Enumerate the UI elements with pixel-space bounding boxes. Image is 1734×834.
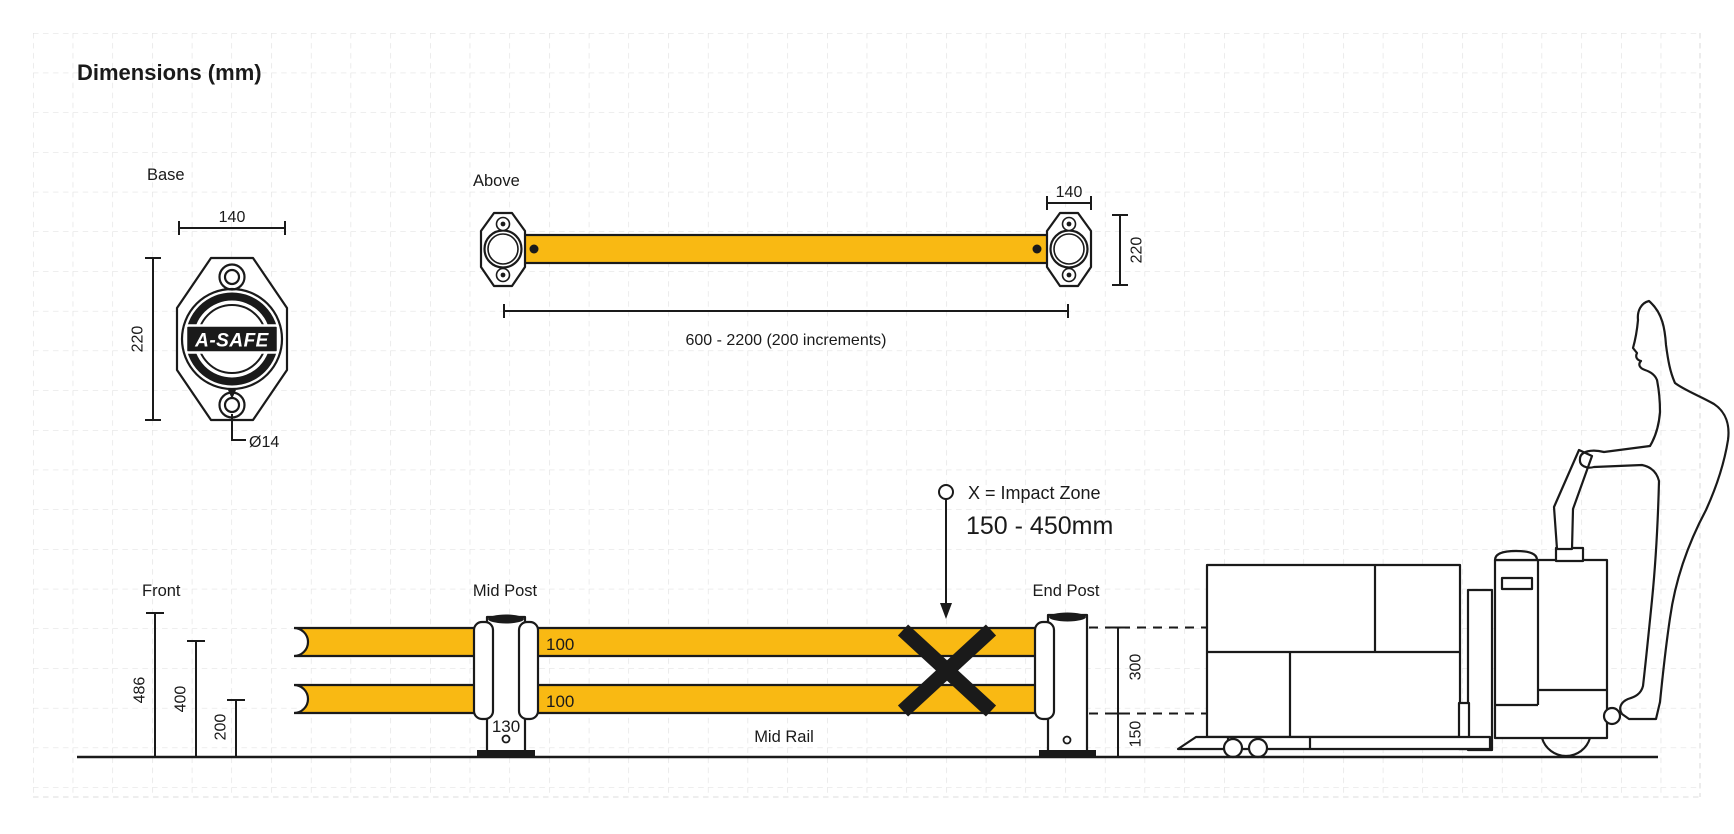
above-length-dimension-value: 600 - 2200 (200 increments) (686, 332, 887, 349)
base-view: Base 140 220 A-SAFE Ø14 (130, 166, 289, 451)
above-rail (513, 233, 1057, 265)
above-left-top-bolt-dot (500, 221, 506, 227)
end-post-base-plate (1039, 750, 1096, 757)
base-height-dimension-value: 220 (130, 326, 147, 353)
top-rail-section-value: 100 (546, 635, 574, 654)
operator-silhouette (1578, 299, 1730, 721)
page-title: Dimensions (mm) (77, 60, 262, 85)
impact-zone-arrowhead (940, 603, 952, 619)
above-right-bottom-bolt-dot (1066, 272, 1072, 278)
bolt-hole-dimension-value: Ø14 (249, 434, 279, 451)
above-height-dimension: 220 (1112, 214, 1146, 286)
truck-caster-wheel (1602, 706, 1622, 726)
mid-post (472, 614, 540, 757)
above-right-top-bolt-dot (1066, 221, 1072, 227)
truck-body (1493, 448, 1622, 758)
above-width-dimension: 140 (1046, 184, 1092, 210)
above-left-post-circle-inner (487, 233, 519, 265)
above-right-post-circle-inner (1053, 233, 1085, 265)
tiller-arm (1552, 448, 1594, 551)
base-view-label: Base (147, 166, 185, 184)
fork-front-wheel-1 (1222, 737, 1244, 759)
post-width-value: 130 (492, 717, 520, 736)
truck-mast (1466, 588, 1494, 752)
above-left-post (479, 211, 527, 288)
above-rail-left-bolt (529, 244, 539, 254)
front-height-dimensions: 486 400 200 (132, 612, 245, 757)
above-left-bottom-bolt-dot (500, 272, 506, 278)
above-right-post (1045, 211, 1093, 288)
mid-post-cap (488, 614, 524, 624)
overall-height-value: 486 (132, 677, 149, 704)
load-boxes (1205, 563, 1462, 739)
asafe-logo-text: A-SAFE (194, 331, 270, 352)
truck-body-top-cover (1493, 549, 1539, 562)
bolt-leader-line-2 (231, 414, 246, 441)
mid-post-base-plate (477, 750, 535, 757)
pallet-truck-illustration (1176, 299, 1730, 759)
above-length-dimension: 600 - 2200 (200 increments) (503, 304, 1069, 349)
mid-post-bolt (501, 734, 511, 744)
emblem-band (184, 324, 280, 354)
load-boxes-dividers (1207, 565, 1460, 737)
end-post-label: End Post (1033, 582, 1100, 600)
bottom-rail-height-value: 200 (213, 714, 230, 741)
end-post-bolt (1062, 735, 1072, 745)
impact-zone-note: X = Impact Zone (968, 483, 1101, 503)
rail-zone-height-value: 300 (1128, 654, 1145, 681)
impact-zone-marker-circle (938, 484, 954, 500)
mid-post-left-collar (472, 620, 495, 721)
impact-zone-range: 150 - 450mm (966, 512, 1113, 540)
truck-display (1500, 576, 1534, 591)
above-width-dimension-value: 140 (1056, 184, 1083, 201)
impact-x-marker (897, 624, 997, 717)
asafe-emblem: A-SAFE (180, 287, 284, 391)
base-height-dimension: 220 (130, 257, 161, 421)
fork-front-wheel-2 (1247, 737, 1269, 759)
above-right-plate (1045, 211, 1093, 288)
base-width-dimension-value: 140 (219, 209, 246, 226)
front-view-label: Front (142, 582, 181, 600)
impact-zone-annotation: X = Impact Zone 150 - 450mm (938, 483, 1113, 619)
base-top-bolt-hole-inner (223, 268, 241, 286)
mid-rail-label: Mid Rail (754, 728, 814, 746)
bottom-rail-section-value: 100 (546, 692, 574, 711)
end-post-cap (1049, 612, 1086, 622)
above-view: Above 140 (473, 172, 1146, 349)
base-top-bolt-hole (218, 263, 246, 291)
above-rail-right-bolt (1032, 244, 1042, 254)
rail-zone-dimension: 300 150 (1110, 626, 1145, 757)
top-rail-height-value: 400 (173, 686, 190, 713)
end-post-left-collar (1033, 620, 1056, 721)
end-post (1033, 612, 1096, 757)
projection-dashed-lines (1089, 626, 1206, 715)
mid-post-label: Mid Post (473, 582, 538, 600)
front-view: Front 486 (132, 582, 1206, 757)
bolt-leader-arrow (228, 390, 236, 399)
above-height-dimension-value: 220 (1129, 237, 1146, 264)
above-left-plate (479, 211, 527, 288)
base-width-dimension: 140 (178, 209, 286, 235)
above-view-label: Above (473, 172, 520, 190)
mid-post-right-collar (517, 620, 540, 721)
grid-border (33, 33, 1701, 798)
ground-clearance-value: 150 (1128, 721, 1145, 748)
truck-body-panels (1495, 560, 1607, 707)
